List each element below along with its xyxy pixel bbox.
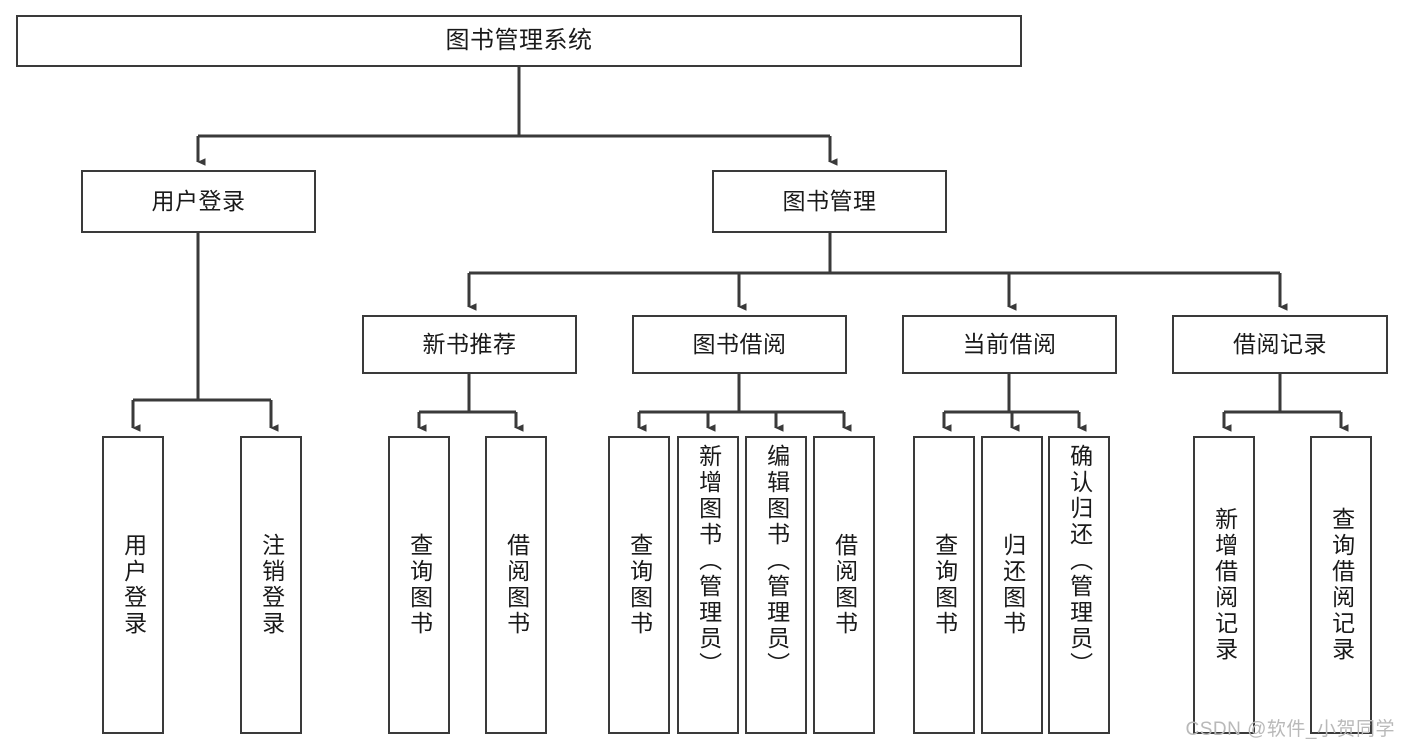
leaf-confirm-return-admin[interactable]: 确认归还（管理员）	[1048, 436, 1110, 734]
node-book-management[interactable]: 图书管理	[712, 170, 947, 233]
node-current-borrowing[interactable]: 当前借阅	[902, 315, 1117, 374]
leaf-query-book-borrowing[interactable]: 查询图书	[608, 436, 670, 734]
node-borrowing-record[interactable]: 借阅记录	[1172, 315, 1388, 374]
node-label: 新增借阅记录	[1211, 507, 1238, 663]
node-label: 查询图书	[406, 533, 433, 637]
leaf-borrow-book-newbook[interactable]: 借阅图书	[485, 436, 547, 734]
leaf-borrow-book-borrowing[interactable]: 借阅图书	[813, 436, 875, 734]
leaf-add-borrowing-record[interactable]: 新增借阅记录	[1193, 436, 1255, 734]
node-user-login[interactable]: 用户登录	[81, 170, 316, 233]
node-root-book-management-system[interactable]: 图书管理系统	[16, 15, 1022, 67]
node-label: 用户登录	[120, 533, 147, 637]
leaf-edit-book-admin[interactable]: 编辑图书（管理员）	[745, 436, 807, 734]
node-label: 图书管理系统	[445, 26, 593, 54]
node-label: 查询借阅记录	[1328, 507, 1355, 663]
node-label: 归还图书	[999, 533, 1026, 637]
leaf-user-login[interactable]: 用户登录	[102, 436, 164, 734]
leaf-query-borrowing-record[interactable]: 查询借阅记录	[1310, 436, 1372, 734]
leaf-logout[interactable]: 注销登录	[240, 436, 302, 734]
node-label: 查询图书	[931, 533, 958, 637]
node-label: 注销登录	[258, 533, 285, 637]
node-book-borrowing[interactable]: 图书借阅	[632, 315, 847, 374]
node-label: 当前借阅	[962, 330, 1057, 357]
node-label: 借阅图书	[831, 533, 858, 637]
node-label: 图书借阅	[692, 330, 787, 357]
node-label: 查询图书	[626, 533, 653, 637]
node-label: 新书推荐	[422, 330, 517, 357]
node-label: 图书管理	[782, 187, 877, 214]
csdn-watermark: CSDN @软件_小贺同学	[1185, 719, 1395, 740]
node-label: 借阅记录	[1233, 330, 1327, 357]
leaf-query-book-newbook[interactable]: 查询图书	[388, 436, 450, 734]
node-label: 用户登录	[151, 187, 246, 214]
leaf-return-book[interactable]: 归还图书	[981, 436, 1043, 734]
node-label: 编辑图书（管理员）	[763, 444, 790, 678]
leaf-query-book-current[interactable]: 查询图书	[913, 436, 975, 734]
node-new-book-recommendation[interactable]: 新书推荐	[362, 315, 577, 374]
node-label: 借阅图书	[503, 533, 530, 637]
node-label: 新增图书（管理员）	[695, 444, 722, 678]
leaf-add-book-admin[interactable]: 新增图书（管理员）	[677, 436, 739, 734]
node-label: 确认归还（管理员）	[1066, 444, 1093, 678]
